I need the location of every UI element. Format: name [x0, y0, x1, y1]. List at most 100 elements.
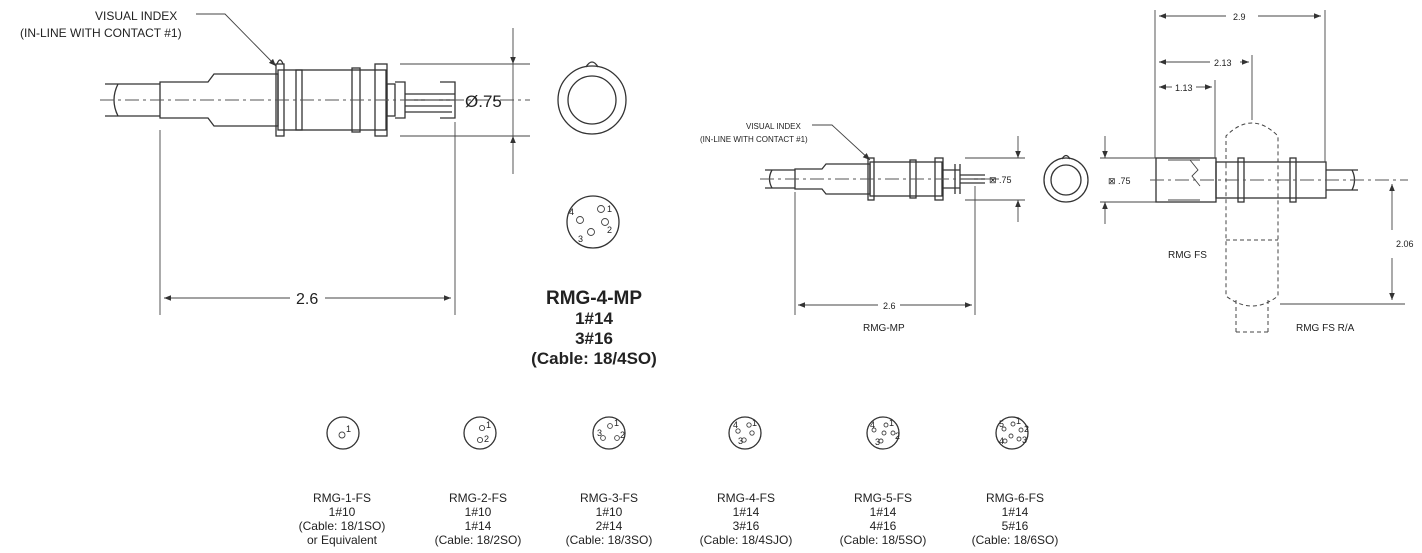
face-outline [728, 416, 762, 450]
connector-face-5: 1 4 3 2 [866, 416, 900, 450]
pin-number: 1 [889, 418, 894, 428]
label-fs: RMG FS [1168, 250, 1207, 261]
pin-number: 3 [597, 428, 602, 438]
connector-face-6: 1 5 2 4 3 [995, 416, 1029, 450]
connector-spec: (Cable: 18/3SO) [566, 533, 653, 547]
pin-number: 2 [607, 225, 612, 235]
contact-insert [943, 164, 961, 194]
pin-face-4: 1 2 3 4 [566, 195, 620, 249]
part-title: RMG-4-MP [546, 288, 642, 309]
pin-number: 4 [733, 420, 738, 430]
visual-index-label: VISUAL INDEX [95, 9, 177, 23]
connector-face-3: 1 3 2 [592, 416, 626, 450]
pin-hole [587, 228, 595, 236]
spec-line: 3#16 [575, 329, 613, 348]
connector-spec: (Cable: 18/6SO) [972, 533, 1059, 547]
pin-hole [749, 430, 755, 436]
pin-number: 3 [578, 234, 583, 244]
visual-index-leader [812, 124, 871, 161]
connector-name: RMG-4-FS [717, 491, 775, 505]
cable-outline [105, 83, 160, 117]
fs-socket-detail [1168, 159, 1200, 201]
overall-dim: 2.9 [1233, 12, 1246, 22]
right-drawing: VISUAL INDEX (IN-LINE WITH CONTACT #1) ⊠… [700, 10, 1414, 334]
pin-hole [1018, 427, 1024, 433]
short-dim: 1.13 [1175, 83, 1193, 93]
end-view-outer [557, 65, 627, 135]
connector-name: RMG-2-FS [449, 491, 507, 505]
connector-spec: 4#16 [870, 519, 897, 533]
pin-hole [601, 218, 609, 226]
connector-spec: 2#14 [596, 519, 623, 533]
face-outline [592, 416, 626, 450]
connector-row: 1 1 2 1 3 2 1 4 3 [299, 416, 1059, 547]
pin-number: 3 [1022, 435, 1027, 445]
pin-hole [478, 424, 486, 432]
pin-hole [741, 437, 747, 443]
connector-spec: 5#16 [1002, 519, 1029, 533]
connector-spec: 1#14 [733, 505, 760, 519]
spec-line: (Cable: 18/4SO) [531, 349, 657, 368]
pin-hole [878, 438, 884, 444]
pin-number: 5 [999, 419, 1004, 429]
diameter-value: ⊠ .75 [989, 175, 1012, 185]
connector-name: RMG-1-FS [313, 491, 371, 505]
connector-face-2: 1 2 [463, 416, 497, 450]
connector-name: RMG-6-FS [986, 491, 1044, 505]
connector-spec: 1#10 [596, 505, 623, 519]
pin-number: 1 [1016, 416, 1021, 426]
label-fs-ra: RMG FS R/A [1296, 323, 1355, 334]
pin-hole [1016, 436, 1022, 442]
pin-number: 3 [738, 436, 743, 446]
pin-face-outline [566, 195, 620, 249]
cable-break [113, 83, 119, 117]
diameter-value: Ø.75 [465, 92, 502, 111]
end-view-inner [1050, 164, 1082, 196]
connector-spec: 1#14 [465, 519, 492, 533]
pin-number: 2 [1024, 424, 1029, 434]
pin-number: 2 [484, 434, 489, 444]
label-mp: RMG-MP [863, 323, 905, 334]
fs-socket-hatch [1189, 159, 1201, 187]
pin-number: 1 [346, 424, 351, 434]
connector-face-4: 1 4 3 [728, 416, 762, 450]
visual-index-sublabel: (IN-LINE WITH CONTACT #1) [20, 26, 182, 40]
connector-spec: 1#14 [1002, 505, 1029, 519]
pin-hole [735, 428, 741, 434]
left-drawing: VISUAL INDEX (IN-LINE WITH CONTACT #1) Ø… [20, 9, 657, 368]
visual-index-bump [276, 59, 284, 65]
part-spec: RMG-4-MP 1#14 3#16 (Cable: 18/4SO) [531, 288, 657, 368]
pin-number: 1 [752, 418, 757, 428]
connector-spec: (Cable: 18/5SO) [840, 533, 927, 547]
length-value: 2.6 [883, 301, 896, 311]
pin-hole [338, 431, 346, 439]
pin-hole [600, 435, 606, 441]
pin-number: 4 [999, 436, 1004, 446]
pin-hole [871, 427, 877, 433]
pin-hole [597, 205, 605, 213]
spec-line: 1#14 [575, 309, 613, 328]
pin-number: 2 [895, 431, 900, 441]
connector-spec: 1#10 [465, 505, 492, 519]
connector-spec: 3#16 [733, 519, 760, 533]
pin-hole [1010, 421, 1016, 427]
pin-number: 2 [620, 430, 625, 440]
visual-index-leader [196, 13, 277, 67]
pin-number: 1 [486, 420, 491, 430]
connector-spec: (Cable: 18/4SJO) [700, 533, 793, 547]
connector-spec: or Equivalent [307, 533, 378, 547]
connector-spec: (Cable: 18/2SO) [435, 533, 522, 547]
pin-hole [1008, 433, 1014, 439]
pin-number: 4 [569, 207, 574, 217]
pin-hole [881, 430, 887, 436]
face-outline [463, 416, 497, 450]
pin-hole [576, 216, 584, 224]
face-outline [995, 416, 1029, 450]
pin-hole [883, 422, 889, 428]
connector-face-1: 1 [326, 416, 360, 450]
pin-hole [614, 435, 620, 441]
end-view-index-bump [1061, 154, 1071, 160]
end-view-outer [1043, 157, 1089, 203]
plug-rear-body [794, 163, 871, 195]
